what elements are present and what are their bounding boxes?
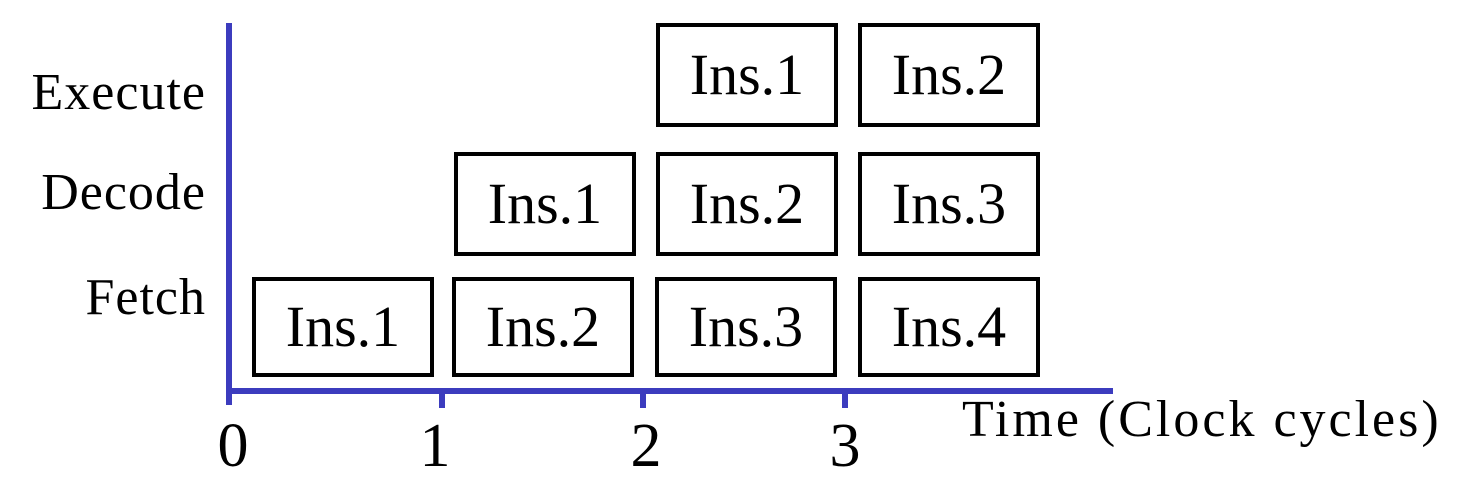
pipeline-box-execute-cycle3: Ins.2 bbox=[858, 23, 1040, 127]
pipeline-box-decode-cycle3: Ins.3 bbox=[858, 152, 1040, 256]
x-axis-tick-1 bbox=[439, 388, 445, 408]
stage-label-execute: Execute bbox=[31, 64, 206, 121]
stage-label-decode: Decode bbox=[41, 164, 206, 221]
x-tick-label-0: 0 bbox=[217, 412, 249, 480]
x-tick-label-1: 1 bbox=[419, 412, 451, 480]
pipeline-box-decode-cycle1: Ins.1 bbox=[454, 152, 636, 256]
x-axis-tick-2 bbox=[640, 388, 646, 408]
pipeline-box-fetch-cycle2: Ins.3 bbox=[655, 277, 837, 377]
y-axis-line bbox=[226, 23, 232, 405]
x-axis-tick-3 bbox=[842, 388, 848, 408]
pipeline-box-execute-cycle2: Ins.1 bbox=[656, 23, 838, 127]
pipeline-box-fetch-cycle1: Ins.2 bbox=[452, 277, 634, 377]
x-tick-label-2: 2 bbox=[630, 412, 662, 480]
x-axis-title: Time (Clock cycles) bbox=[962, 391, 1442, 448]
pipeline-box-fetch-cycle3: Ins.4 bbox=[858, 277, 1040, 377]
pipeline-box-fetch-cycle0: Ins.1 bbox=[252, 277, 434, 377]
x-axis-line bbox=[226, 388, 1113, 394]
x-tick-label-3: 3 bbox=[829, 412, 861, 480]
pipeline-box-decode-cycle2: Ins.2 bbox=[656, 152, 838, 256]
stage-label-fetch: Fetch bbox=[85, 269, 206, 326]
